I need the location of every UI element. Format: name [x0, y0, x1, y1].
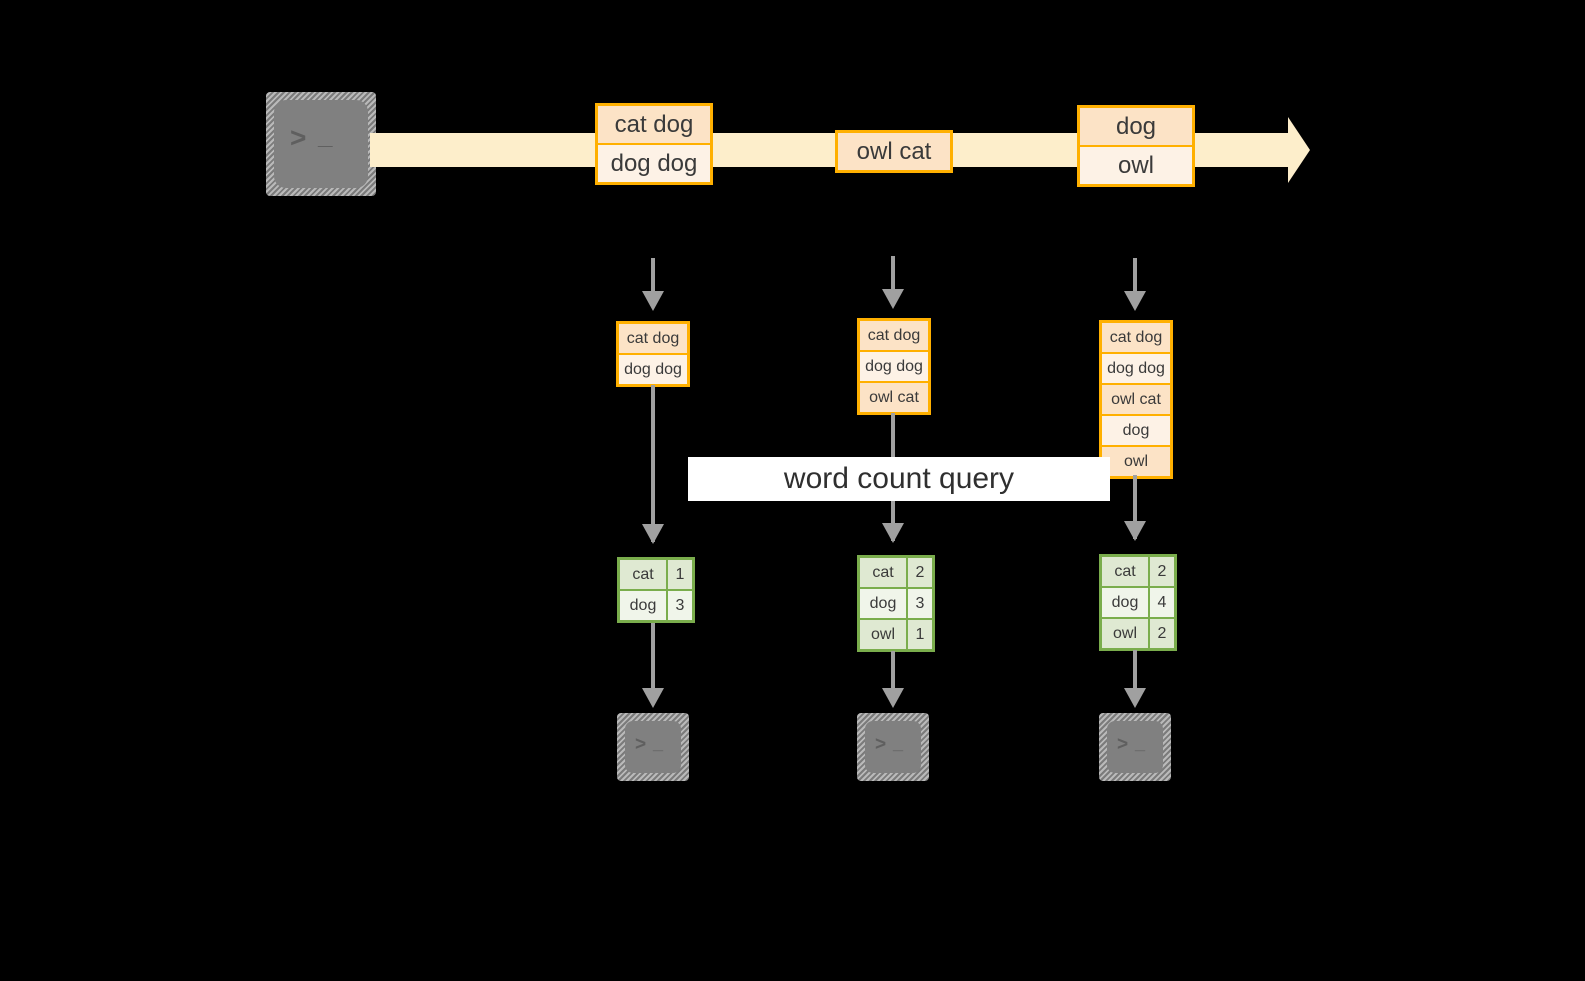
- snapshot-3-records: cat dog dog dog owl cat dog owl: [1099, 320, 1173, 479]
- sink-arrow-head-2: [882, 688, 904, 708]
- terminal-cursor-glyph: _: [653, 733, 664, 753]
- count-word: dog: [1102, 588, 1148, 617]
- terminal-screen: > _: [865, 721, 921, 773]
- feed-arrow-head-3: [1124, 291, 1146, 311]
- snapshot-3-sink-terminal-icon: > _: [1099, 713, 1171, 781]
- count-row: cat 2: [860, 558, 932, 587]
- sink-arrow-head-1: [642, 688, 664, 708]
- feed-arrow-line-2: [891, 256, 895, 289]
- stream-record: owl cat: [838, 133, 950, 170]
- terminal-prompt-glyph: >: [290, 122, 307, 153]
- record-row: cat dog: [860, 321, 928, 350]
- stream-record: dog dog: [598, 145, 710, 182]
- record-row: dog dog: [619, 355, 687, 384]
- terminal-prompt-glyph: >: [875, 734, 887, 755]
- sink-arrow-line-3: [1133, 650, 1137, 688]
- sink-arrow-line-2: [891, 651, 895, 688]
- query-arrow-head-2: [882, 523, 904, 543]
- snapshot-2-counts: cat 2 dog 3 owl 1: [857, 555, 935, 652]
- query-arrow-head-1: [642, 524, 664, 544]
- stream-record: owl: [1080, 147, 1192, 184]
- stream-group-3: dog owl: [1077, 105, 1195, 187]
- count-value: 2: [1150, 557, 1174, 586]
- query-label-text: word count query: [783, 462, 1015, 495]
- record-row: dog dog: [860, 352, 928, 381]
- count-value: 1: [908, 620, 932, 649]
- stream-arrow-head: [1288, 117, 1310, 183]
- record-row: owl cat: [860, 383, 928, 412]
- count-word: cat: [620, 560, 666, 589]
- count-word: cat: [1102, 557, 1148, 586]
- count-word: owl: [1102, 619, 1148, 648]
- terminal-cursor-glyph: _: [1135, 733, 1146, 753]
- feed-arrow-line-3: [1133, 258, 1137, 291]
- count-row: cat 1: [620, 560, 692, 589]
- stream-record: cat dog: [598, 106, 710, 143]
- query-label: word count query: [688, 457, 1110, 501]
- terminal-cursor-glyph: _: [893, 733, 904, 753]
- record-row: owl cat: [1102, 385, 1170, 414]
- feed-arrow-line-1: [651, 258, 655, 291]
- snapshot-2-records: cat dog dog dog owl cat: [857, 318, 931, 415]
- count-word: cat: [860, 558, 906, 587]
- count-word: owl: [860, 620, 906, 649]
- terminal-screen: > _: [274, 100, 368, 188]
- stream-group-1: cat dog dog dog: [595, 103, 713, 185]
- query-arrow-line-1: [651, 385, 655, 542]
- stream-record: dog: [1080, 108, 1192, 145]
- terminal-screen: > _: [1107, 721, 1163, 773]
- terminal-cursor-glyph: _: [318, 120, 333, 150]
- count-value: 3: [908, 589, 932, 618]
- record-row: owl: [1102, 447, 1170, 476]
- count-row: dog 3: [860, 589, 932, 618]
- count-value: 2: [1150, 619, 1174, 648]
- count-value: 4: [1150, 588, 1174, 617]
- count-word: dog: [620, 591, 666, 620]
- feed-arrow-head-1: [642, 291, 664, 311]
- sink-arrow-line-1: [651, 623, 655, 688]
- snapshot-2-sink-terminal-icon: > _: [857, 713, 929, 781]
- record-row: cat dog: [1102, 323, 1170, 352]
- snapshot-3-counts: cat 2 dog 4 owl 2: [1099, 554, 1177, 651]
- record-row: cat dog: [619, 324, 687, 353]
- terminal-prompt-glyph: >: [635, 734, 647, 755]
- count-word: dog: [860, 589, 906, 618]
- count-row: dog 3: [620, 591, 692, 620]
- query-arrow-head-3: [1124, 521, 1146, 541]
- count-row: owl 1: [860, 620, 932, 649]
- stream-group-2: owl cat: [835, 130, 953, 173]
- snapshot-1-counts: cat 1 dog 3: [617, 557, 695, 623]
- feed-arrow-head-2: [882, 289, 904, 309]
- query-arrow-line-3: [1133, 475, 1137, 539]
- source-terminal-icon: > _: [266, 92, 376, 196]
- snapshot-1-records: cat dog dog dog: [616, 321, 690, 387]
- sink-arrow-head-3: [1124, 688, 1146, 708]
- count-value: 1: [668, 560, 692, 589]
- terminal-screen: > _: [625, 721, 681, 773]
- count-row: owl 2: [1102, 619, 1174, 648]
- snapshot-1-sink-terminal-icon: > _: [617, 713, 689, 781]
- terminal-prompt-glyph: >: [1117, 734, 1129, 755]
- record-row: dog dog: [1102, 354, 1170, 383]
- record-row: dog: [1102, 416, 1170, 445]
- count-value: 3: [668, 591, 692, 620]
- count-value: 2: [908, 558, 932, 587]
- count-row: dog 4: [1102, 588, 1174, 617]
- count-row: cat 2: [1102, 557, 1174, 586]
